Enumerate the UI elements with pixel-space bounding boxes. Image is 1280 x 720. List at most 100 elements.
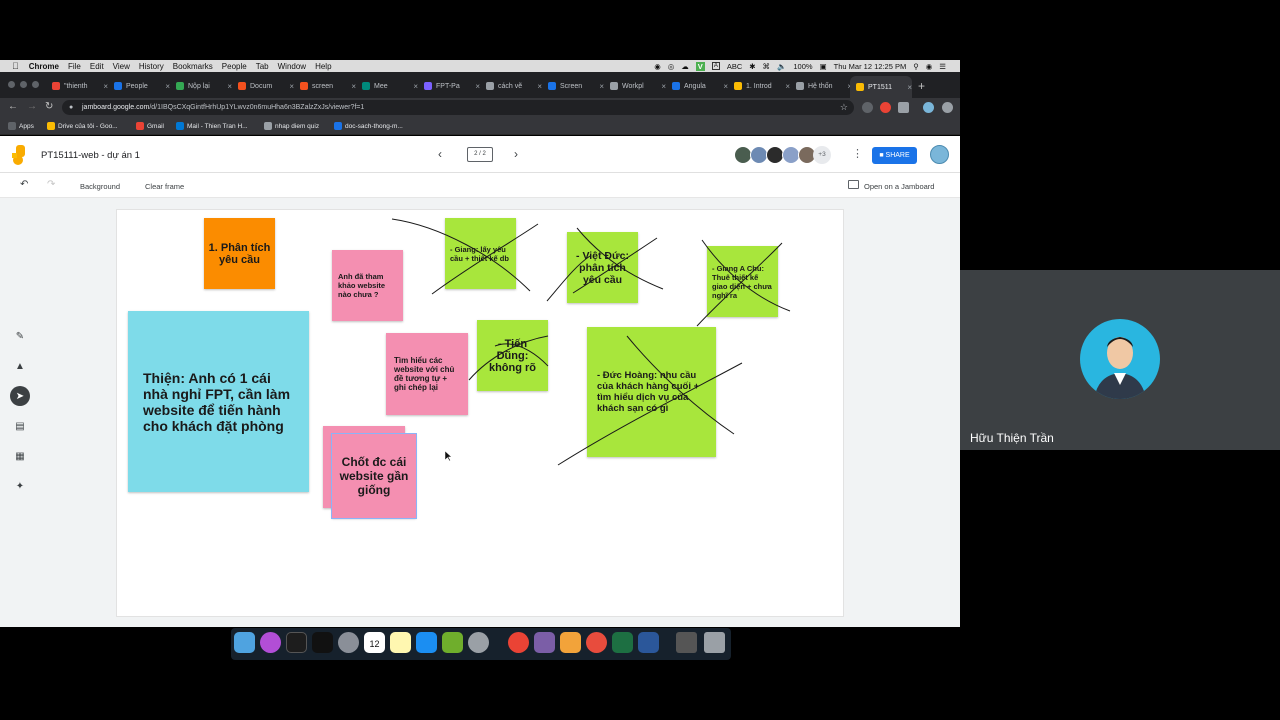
- tab-close-icon[interactable]: ×: [599, 81, 604, 91]
- apple-tv-icon[interactable]: [312, 632, 333, 653]
- tab-close-icon[interactable]: ×: [723, 81, 728, 91]
- menu-history[interactable]: History: [132, 61, 164, 71]
- chrome-icon[interactable]: [508, 632, 529, 653]
- browser-tab[interactable]: Screen×: [548, 79, 604, 93]
- menu-edit[interactable]: Edit: [83, 61, 104, 71]
- sticky-note-thien[interactable]: Thiện: Anh có 1 cái nhà nghỉ FPT, cần là…: [128, 311, 309, 492]
- vim-icon[interactable]: [442, 632, 463, 653]
- background-button[interactable]: Background: [80, 182, 121, 191]
- undo-icon[interactable]: ↶: [20, 179, 29, 190]
- podcasts-icon[interactable]: [260, 632, 281, 653]
- notes-icon[interactable]: [390, 632, 411, 653]
- image-tool-icon[interactable]: ▦: [15, 450, 25, 462]
- new-tab-button[interactable]: +: [918, 79, 926, 93]
- video-call-tile[interactable]: Hữu Thiện Trần: [960, 270, 1280, 450]
- browser-tab[interactable]: Docum×: [238, 79, 294, 93]
- menu-file[interactable]: File: [61, 61, 81, 71]
- sticky-note-giang-a-chu[interactable]: - Giang A Chu: Thuê thiết kế giao diện +…: [707, 246, 778, 317]
- spotlight-icon[interactable]: ⚲: [913, 61, 919, 71]
- menu-help[interactable]: Help: [308, 61, 331, 71]
- eye-icon[interactable]: ◎: [667, 61, 675, 71]
- bookmark-gmail[interactable]: Gmail: [136, 122, 164, 130]
- battery-icon[interactable]: ▣: [819, 61, 827, 71]
- browser-tab[interactable]: Hệ thốn×: [796, 79, 852, 93]
- account-avatar[interactable]: [930, 145, 949, 164]
- tab-close-icon[interactable]: ×: [907, 82, 912, 92]
- browser-tab[interactable]: Mee×: [362, 79, 418, 93]
- camera-extension-icon[interactable]: [862, 102, 873, 113]
- tab-close-icon[interactable]: ×: [227, 81, 232, 91]
- pen-tool-icon[interactable]: ✎: [15, 330, 25, 342]
- creative-cloud-icon[interactable]: [586, 632, 607, 653]
- menu-view[interactable]: View: [105, 61, 130, 71]
- terminal-icon[interactable]: [286, 632, 307, 653]
- share-button[interactable]: ■ SHARE: [872, 147, 917, 164]
- color-extension-icon[interactable]: [880, 102, 891, 113]
- github-desktop-icon[interactable]: [534, 632, 555, 653]
- menu-window[interactable]: Window: [270, 61, 306, 71]
- redo-icon[interactable]: ↷: [47, 179, 56, 190]
- app-store-icon[interactable]: [416, 632, 437, 653]
- calendar-icon[interactable]: 12: [364, 632, 385, 653]
- sublime-text-icon[interactable]: [560, 632, 581, 653]
- notification-center-icon[interactable]: ☰: [939, 61, 946, 71]
- clear-frame-button[interactable]: Clear frame: [145, 182, 185, 191]
- menu-bookmarks[interactable]: Bookmarks: [166, 61, 213, 71]
- input-source-icon[interactable]: A: [711, 62, 720, 70]
- tab-close-icon[interactable]: ×: [413, 81, 418, 91]
- vim-icon[interactable]: V: [695, 61, 705, 71]
- sticky-note-tim-hieu[interactable]: Tìm hiểu các website với chủ đề tương tự…: [386, 333, 468, 415]
- browser-tab[interactable]: screen×: [300, 79, 356, 93]
- window-zoom-button[interactable]: [32, 81, 39, 88]
- finder-icon[interactable]: [234, 632, 255, 653]
- open-on-jamboard-button[interactable]: Open on a Jamboard: [864, 182, 935, 191]
- tab-close-icon[interactable]: ×: [351, 81, 356, 91]
- browser-tab[interactable]: "thienth×: [52, 79, 108, 93]
- browser-tab[interactable]: PT1511×: [850, 76, 912, 98]
- document-title[interactable]: PT15111-web - dự án 1: [41, 150, 140, 161]
- select-tool-icon[interactable]: ➤: [10, 386, 30, 406]
- siri-icon[interactable]: ◉: [925, 61, 933, 71]
- frame-selector[interactable]: 2 / 2: [467, 147, 493, 162]
- more-options-icon[interactable]: ⋮: [852, 148, 863, 160]
- tab-close-icon[interactable]: ×: [289, 81, 294, 91]
- menu-icon[interactable]: [942, 102, 953, 113]
- menu-tab[interactable]: Tab: [248, 61, 269, 71]
- system-preferences-icon[interactable]: [468, 632, 489, 653]
- sticky-note-giang-lay-yeu-cau[interactable]: - Giang: lấy yêu cầu + thiết kế db: [445, 218, 516, 289]
- laser-tool-icon[interactable]: ✦: [15, 480, 25, 492]
- more-collaborators-count[interactable]: +3: [813, 146, 831, 164]
- sticky-note-anh-da-tham-khao[interactable]: Anh đã tham khảo website nào chưa ?: [332, 250, 403, 321]
- sticky-note-duc-hoang[interactable]: - Đức Hoàng: nhu cầu của khách hàng cuối…: [587, 327, 716, 457]
- tab-close-icon[interactable]: ×: [785, 81, 790, 91]
- excel-icon[interactable]: [612, 632, 633, 653]
- browser-tab[interactable]: Workpl×: [610, 79, 666, 93]
- bookmark-star-icon[interactable]: ☆: [839, 102, 848, 112]
- tab-close-icon[interactable]: ×: [537, 81, 542, 91]
- wifi-icon[interactable]: ⌘: [762, 61, 771, 71]
- apple-icon[interactable]: : [12, 61, 19, 71]
- address-bar[interactable]: ● jamboard.google.com/d/1IBQsCXqGintfHrh…: [62, 100, 854, 115]
- jamboard-logo-icon[interactable]: [12, 145, 28, 165]
- bookmark-doc-sach[interactable]: doc-sach-thong-m...: [334, 122, 403, 130]
- tab-close-icon[interactable]: ×: [165, 81, 170, 91]
- bookmark-drive[interactable]: Drive của tôi - Goo...: [47, 122, 118, 130]
- bookmark-quiz[interactable]: nhap diem quiz: [264, 122, 319, 130]
- bluetooth-icon[interactable]: ✱: [749, 61, 756, 71]
- eraser-tool-icon[interactable]: ▲: [15, 360, 25, 372]
- volume-icon[interactable]: 🔈: [777, 61, 787, 71]
- sticky-note-phan-tich[interactable]: 1. Phân tích yêu cầu: [204, 218, 275, 289]
- browser-tab[interactable]: 1. Introd×: [734, 79, 790, 93]
- sticky-note-viet-duc[interactable]: - Việt Đức: phân tích yêu cầu: [567, 232, 638, 303]
- tab-close-icon[interactable]: ×: [847, 82, 852, 91]
- word-icon[interactable]: [638, 632, 659, 653]
- sticky-note-tien-dung[interactable]: - Tiến Dũng: không rõ: [477, 320, 548, 391]
- browser-tab[interactable]: FPT-Pa×: [424, 79, 480, 93]
- clock[interactable]: Thu Mar 12 12:25 PM: [833, 61, 907, 71]
- tab-close-icon[interactable]: ×: [103, 81, 108, 91]
- cast-extension-icon[interactable]: [898, 102, 909, 113]
- back-icon[interactable]: ←: [8, 101, 18, 112]
- window-close-button[interactable]: [8, 81, 15, 88]
- bookmark-outlook[interactable]: Mail - Thien Tran H...: [176, 122, 248, 130]
- browser-tab[interactable]: People×: [114, 79, 170, 93]
